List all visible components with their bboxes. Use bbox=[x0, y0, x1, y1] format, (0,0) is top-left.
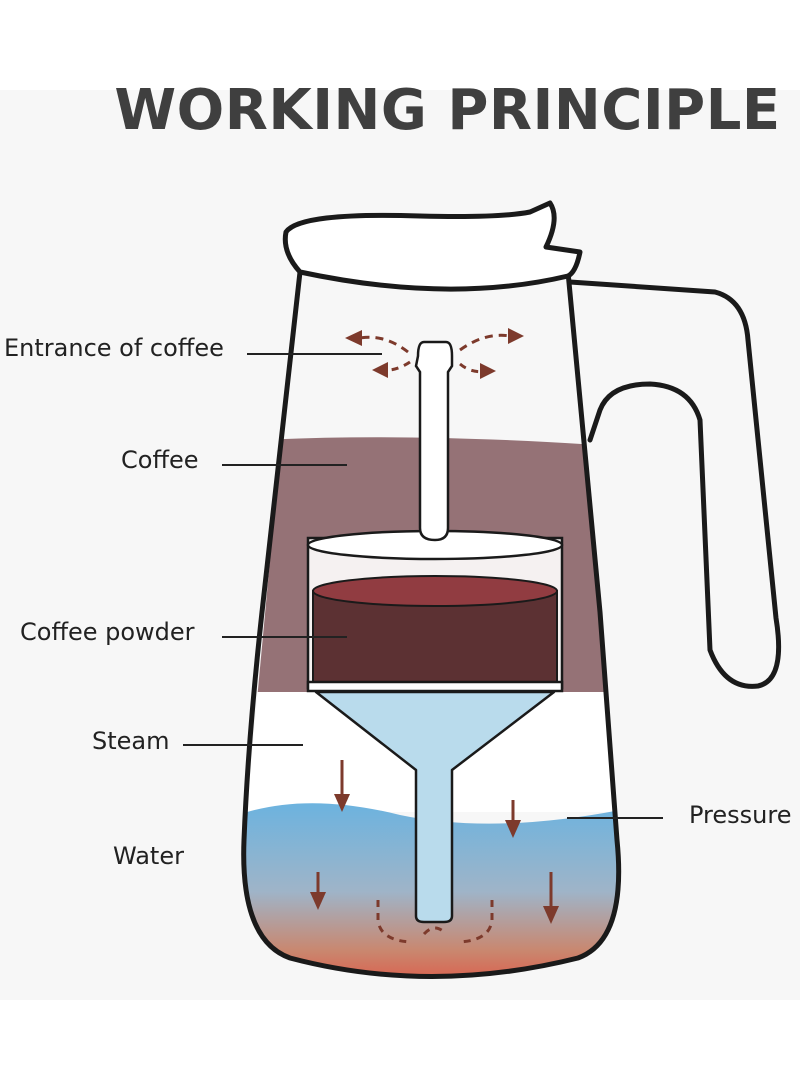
leader-entrance-of-coffee bbox=[247, 353, 382, 355]
pressure-arrow-down-icon bbox=[334, 760, 350, 812]
label-steam: Steam bbox=[92, 727, 170, 755]
flow-arrow-up-left-icon bbox=[345, 330, 409, 354]
label-water: Water bbox=[113, 842, 184, 870]
flow-arrow-left-icon bbox=[372, 360, 411, 378]
label-entrance-of-coffee: Entrance of coffee bbox=[4, 334, 224, 362]
leader-steam bbox=[183, 744, 303, 746]
pressure-arrows bbox=[310, 760, 559, 924]
funnel bbox=[314, 690, 556, 924]
entrance-flow-arrows bbox=[345, 328, 524, 379]
leader-pressure bbox=[567, 817, 663, 819]
pressure-arrow-down-icon bbox=[505, 800, 521, 838]
filter-base-plate bbox=[306, 680, 564, 693]
coffee-powder-top bbox=[312, 575, 558, 607]
pressure-arrow-down-icon bbox=[310, 872, 326, 910]
central-tube bbox=[414, 340, 454, 542]
label-coffee: Coffee bbox=[121, 446, 199, 474]
leader-coffee bbox=[222, 464, 347, 466]
flow-arrow-up-right-icon bbox=[459, 328, 524, 352]
pot-lid-outline bbox=[282, 200, 583, 292]
label-coffee-powder: Coffee powder bbox=[20, 618, 195, 646]
inflow-dashes bbox=[376, 900, 494, 944]
pot-body-outline bbox=[241, 271, 622, 979]
pot-handle-outline bbox=[567, 279, 782, 689]
leader-coffee-powder bbox=[222, 636, 347, 638]
diagram-title: WORKING PRINCIPLE bbox=[114, 78, 781, 143]
label-pressure: Pressure bbox=[689, 801, 792, 829]
pressure-arrow-down-icon bbox=[543, 872, 559, 924]
flow-arrow-right-icon bbox=[459, 362, 496, 379]
